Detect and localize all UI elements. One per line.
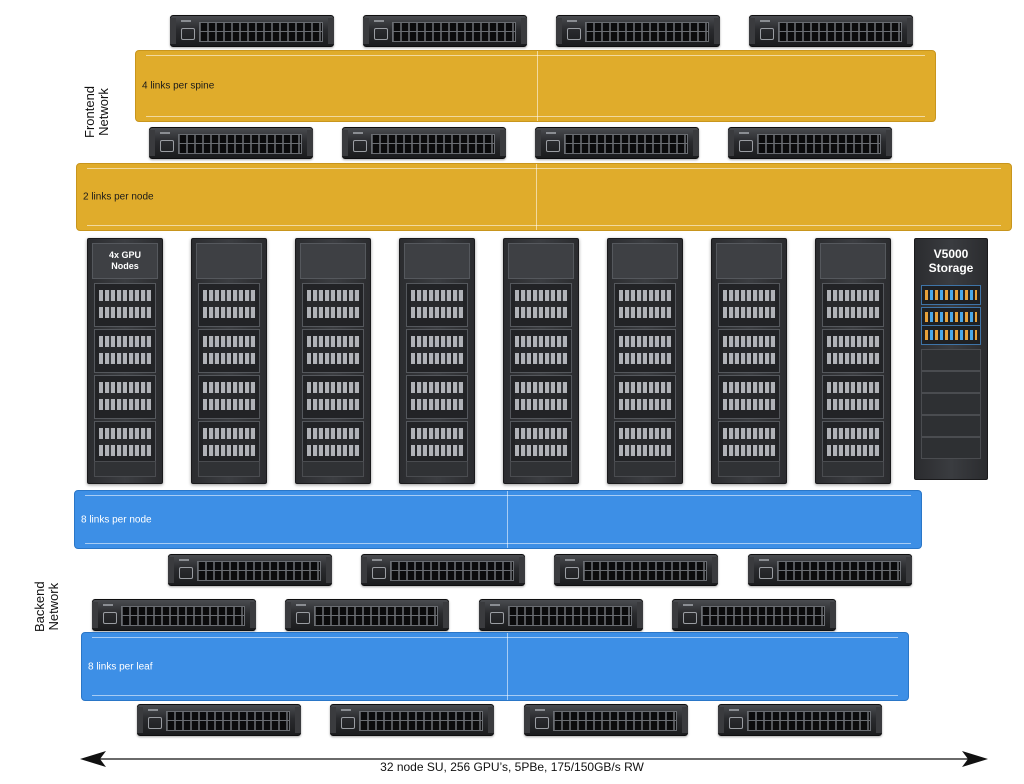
backend-leaf-switch — [361, 554, 525, 586]
gpu-rack — [295, 238, 371, 484]
storage-label-line1: V5000 — [933, 247, 969, 261]
backend-leaf-switch — [554, 554, 718, 586]
backend-spine-switch — [330, 704, 494, 736]
frontend-leaf-switch — [535, 127, 699, 159]
gpu-rack-label-line1: 4x GPU — [108, 250, 141, 260]
spine-links-band: 4 links per spine — [135, 50, 936, 122]
frontend-leaf-switch — [728, 127, 892, 159]
backend-leaf-switch — [92, 599, 256, 631]
frontend-spine-switch — [749, 15, 913, 47]
frontend-network-label: Frontend Network — [82, 85, 111, 138]
storage-label-line2: Storage — [928, 261, 974, 275]
frontend-label-line1: Frontend — [82, 85, 97, 138]
gpu-rack — [815, 238, 891, 484]
frontend-spine-switch — [556, 15, 720, 47]
spine-links-label: 4 links per spine — [142, 80, 215, 92]
su-summary-text: 32 node SU, 256 GPU’s, 5PBe, 175/150GB/s… — [380, 760, 644, 774]
frontend-spine-switch — [363, 15, 527, 47]
backend-label-line2: Network — [46, 582, 61, 631]
backend-spine-switch — [718, 704, 882, 736]
frontend-node-links-label: 2 links per node — [83, 191, 154, 203]
leaf-links-label: 8 links per leaf — [88, 661, 153, 672]
frontend-label-line2: Network — [96, 88, 111, 136]
backend-label-line1: Backend — [32, 581, 47, 632]
frontend-spine-switch — [170, 15, 334, 47]
backend-leaf-switch — [748, 554, 912, 586]
frontend-leaf-switch — [149, 127, 313, 159]
frontend-node-links-band: 2 links per node — [76, 163, 1012, 231]
backend-leaf-switch — [479, 599, 643, 631]
frontend-leaf-switch — [342, 127, 506, 159]
backend-spine-switch — [524, 704, 688, 736]
gpu-rack-label-line2: Nodes — [111, 261, 139, 271]
backend-node-links-label: 8 links per node — [81, 514, 152, 525]
backend-leaf-switch — [168, 554, 332, 586]
backend-node-links-band: 8 links per node — [74, 490, 922, 549]
backend-network-label: Backend Network — [32, 581, 61, 632]
gpu-rack — [711, 238, 787, 484]
gpu-rack — [503, 238, 579, 484]
backend-leaf-switch — [672, 599, 836, 631]
backend-leaf-switch — [285, 599, 449, 631]
gpu-rack — [399, 238, 475, 484]
scale-arrow — [80, 751, 988, 767]
backend-spine-switch — [137, 704, 301, 736]
gpu-rack — [191, 238, 267, 484]
gpu-rack — [607, 238, 683, 484]
leaf-links-band: 8 links per leaf — [81, 632, 909, 701]
